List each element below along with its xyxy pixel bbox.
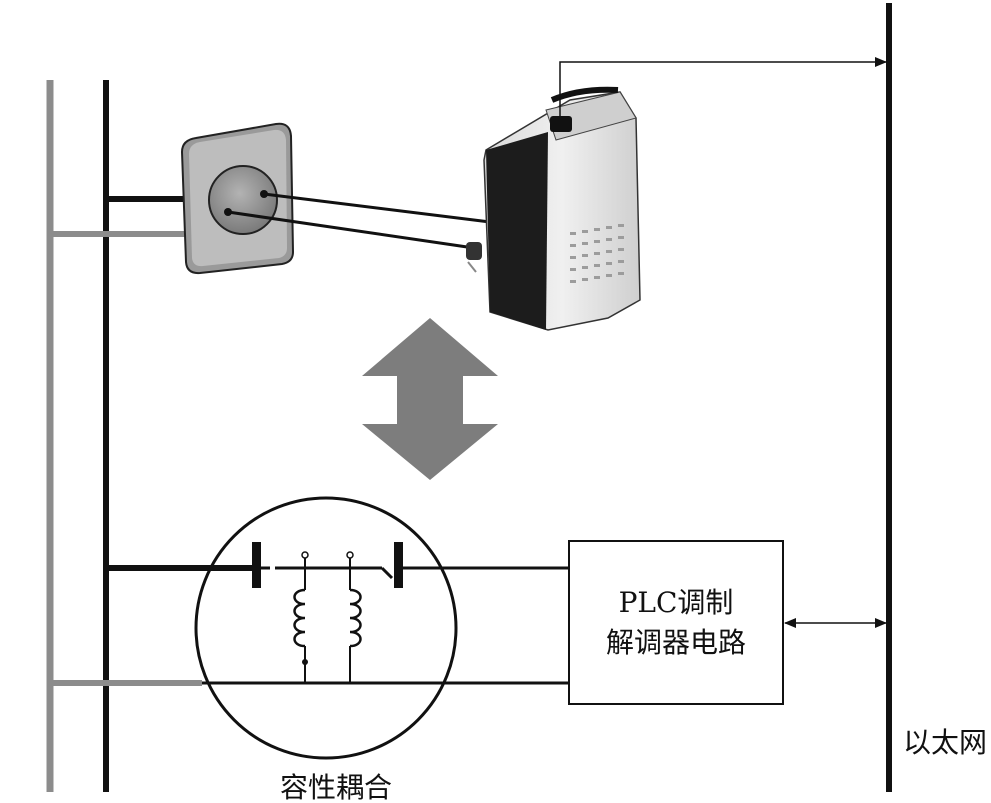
plc-modem-box [568, 540, 784, 705]
plc-modem-label-line1: PLC调制 [619, 586, 734, 619]
plug-wire-upper [263, 192, 491, 224]
plug-wire-lower [227, 210, 475, 250]
wall-socket-icon [180, 122, 295, 275]
capacitive-coupling-circuit [194, 496, 569, 760]
adapter-ethernet-link [559, 57, 887, 116]
plc-adapter-icon [466, 86, 641, 331]
ethernet-label: 以太网 [903, 726, 987, 759]
coupling-label: 容性耦合 [280, 771, 392, 803]
double-arrow-icon [362, 318, 498, 480]
plc-modem-label-line2: 解调器电路 [606, 626, 746, 659]
